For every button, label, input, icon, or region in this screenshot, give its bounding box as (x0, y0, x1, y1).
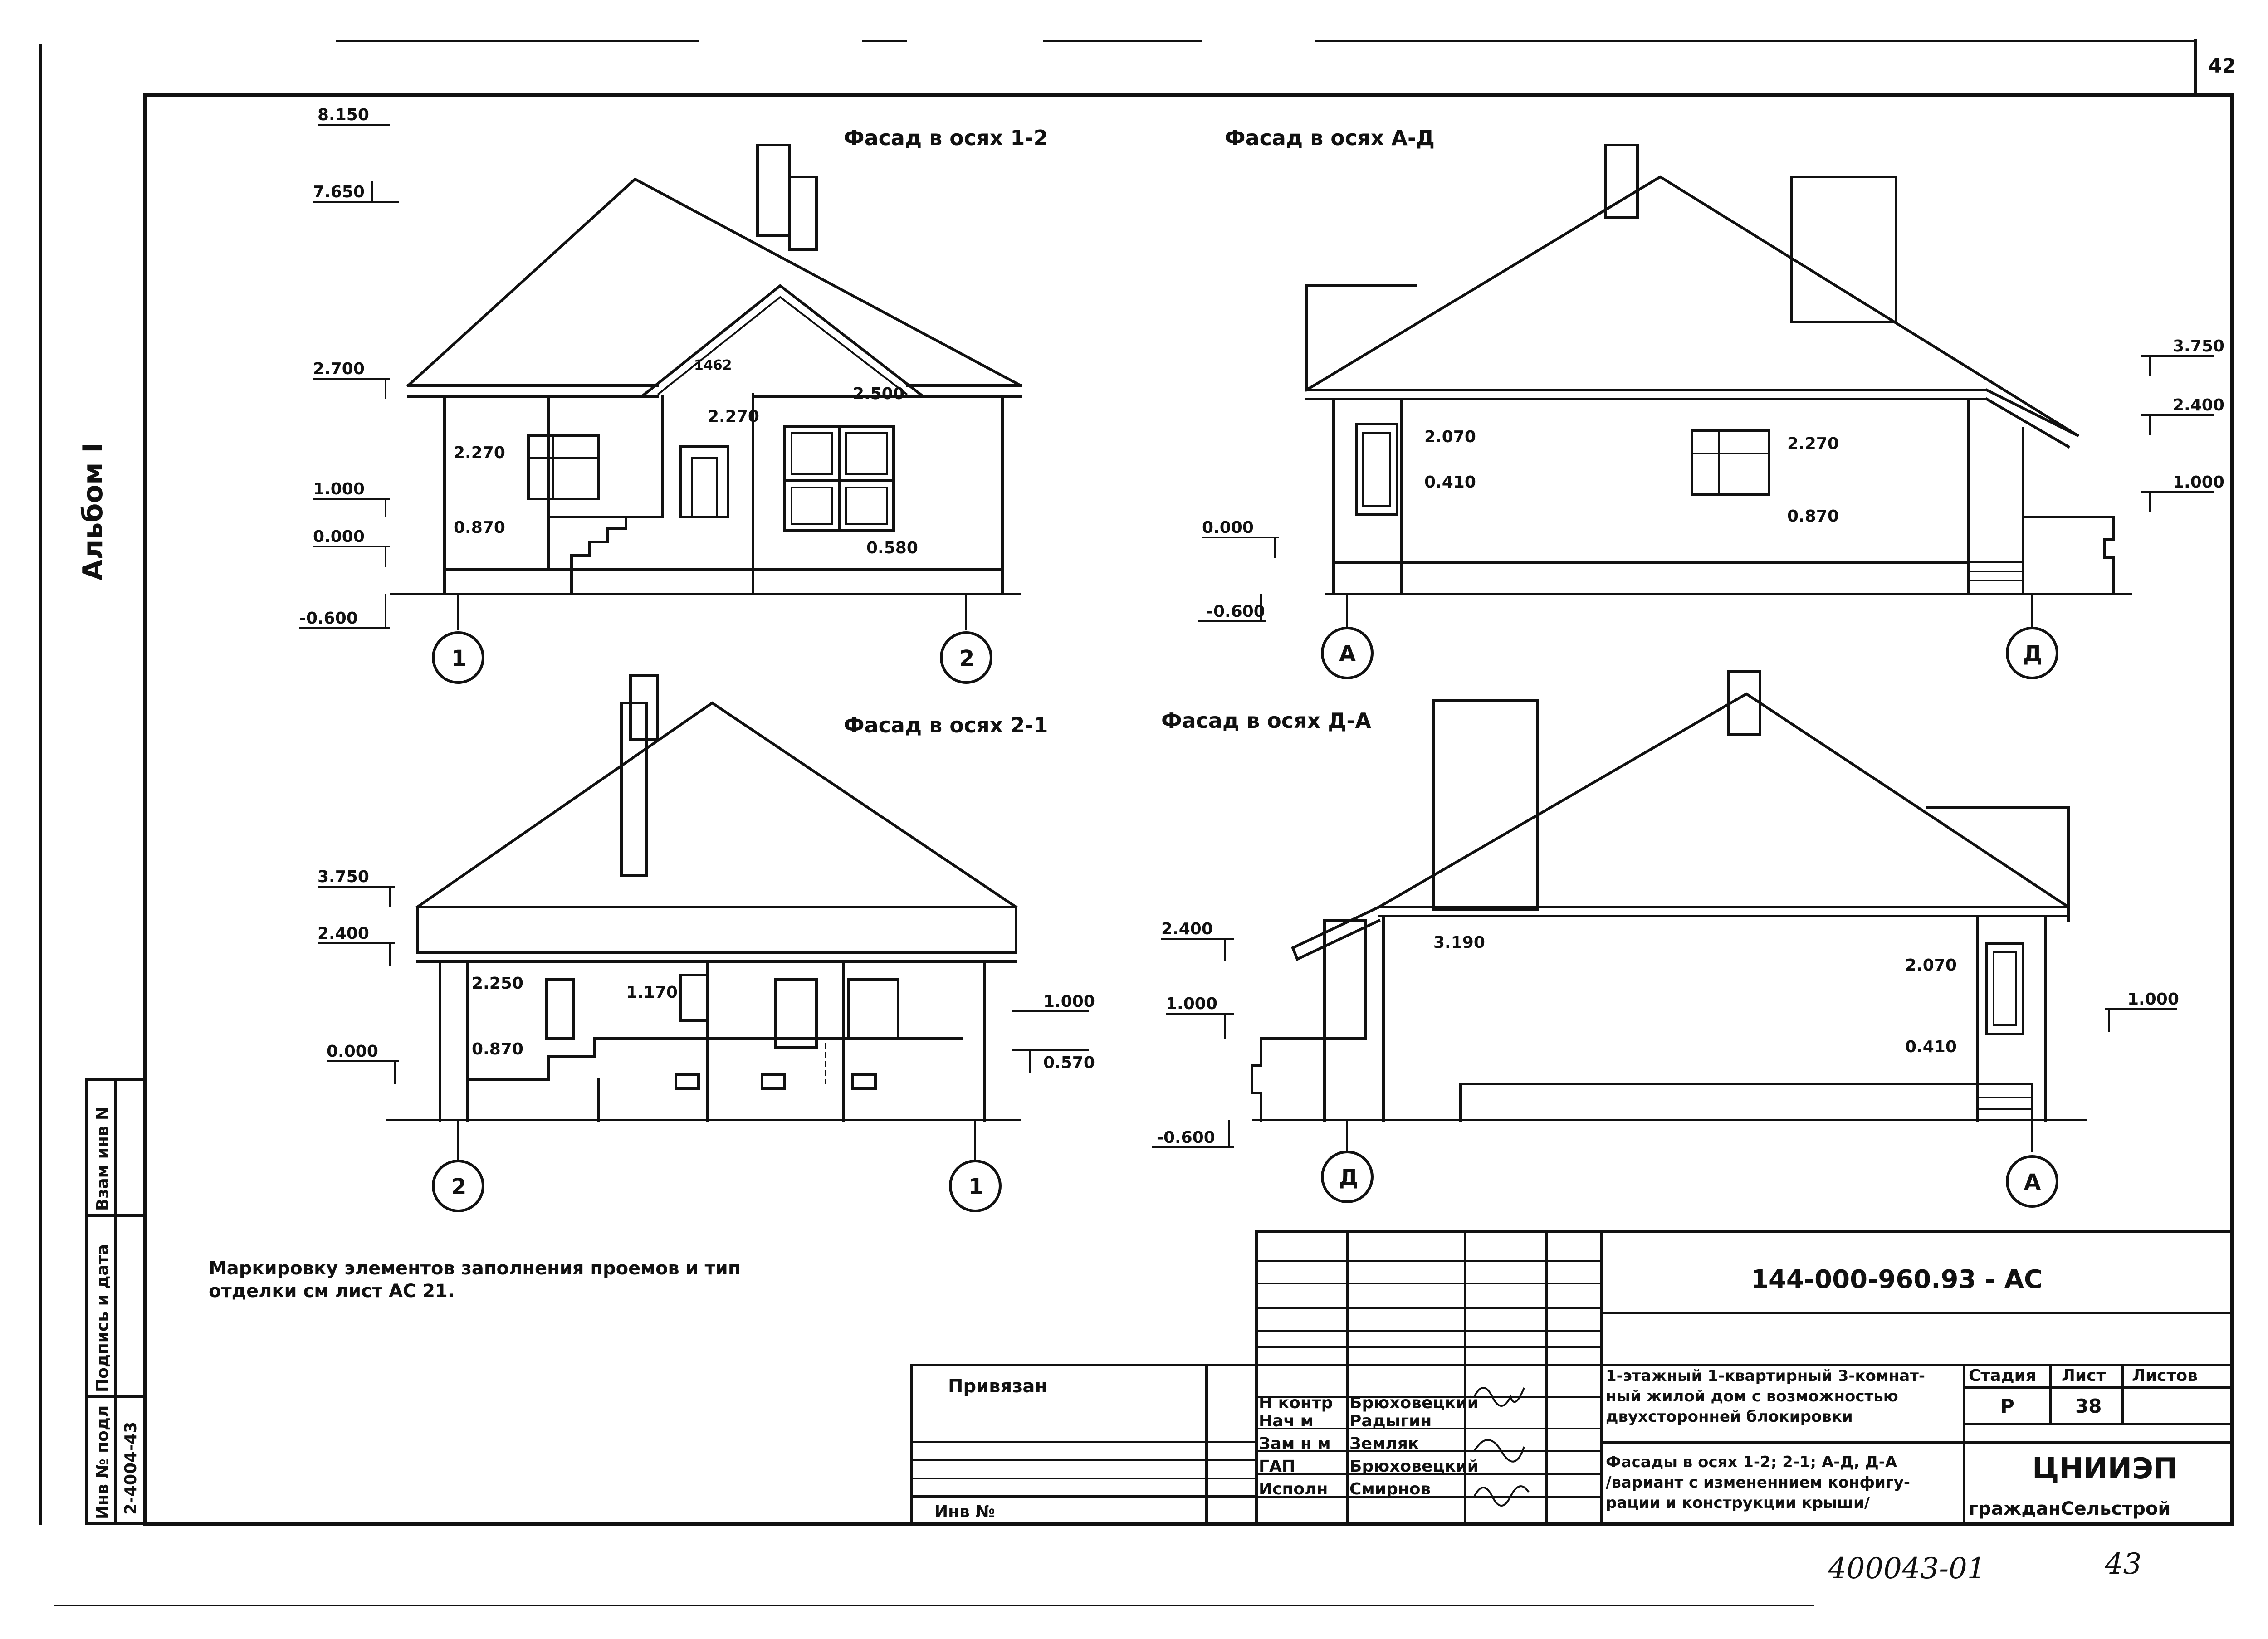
level-mark: 2.270 (454, 444, 505, 462)
stage-label: Стадия (1969, 1366, 2036, 1385)
stamp-value: 2-4004-43 (122, 1422, 140, 1515)
project-title: ный жилой дом с возможностью (1606, 1387, 1898, 1405)
note-text: Маркировку элементов заполнения проемов … (209, 1258, 740, 1279)
role-label: ГАП (1259, 1457, 1295, 1476)
sheet-title: /вариант с измененнием конфигу- (1606, 1473, 1910, 1492)
facade-a-d: Фасад в осях А-Д А Д (1198, 126, 2224, 679)
inv-label: Инв № (934, 1502, 995, 1521)
level-mark: 1.170 (626, 983, 678, 1002)
level-mark: -0.600 (1157, 1128, 1215, 1147)
privyazan-label: Привязан (948, 1376, 1047, 1397)
sheet-label: Лист (2062, 1366, 2106, 1385)
level-mark: 2.700 (313, 360, 365, 378)
project-title: 1-этажный 1-квартирный 3-комнат- (1606, 1367, 1925, 1385)
role-name: Брюховецкий (1349, 1394, 1479, 1412)
level-mark: 2.250 (472, 974, 523, 993)
note-text: отделки см лист АС 21. (209, 1281, 455, 1302)
level-mark: 0.410 (1424, 473, 1476, 492)
level-mark: -0.600 (299, 609, 358, 628)
role-label: Нач м (1259, 1412, 1314, 1430)
facade-title: Фасад в осях Д-А (1161, 708, 1371, 733)
level-mark: 3.750 (2173, 337, 2224, 356)
level-mark: 2.270 (1787, 434, 1839, 453)
stamp-label: Подпись и дата (93, 1244, 112, 1392)
level-mark: 0.000 (327, 1042, 378, 1061)
role-name: Смирнов (1349, 1480, 1431, 1498)
level-mark: 1.000 (313, 480, 365, 498)
title-block: 144-000-960.93 - АС Привязан Инв № Н кон… (910, 1230, 2233, 1525)
axis-marker: Д (2023, 641, 2043, 667)
svg-text:1462: 1462 (694, 357, 732, 373)
facade-2-1: Фасад в осях 2-1 2 1 3.750 2.400 (318, 674, 1095, 1212)
facade-d-a: Фасад в осях Д-А Д А 2.400 1.000 (1152, 670, 2179, 1208)
axis-marker: Д (1339, 1165, 1359, 1190)
org-subtitle: гражданСельстрой (1969, 1498, 2170, 1519)
level-mark: 2.400 (318, 924, 369, 943)
stamp-label: Инв № подл (93, 1405, 112, 1519)
axis-marker: 2 (959, 646, 974, 671)
level-mark: 1.000 (1166, 995, 1217, 1013)
level-mark: 2.070 (1905, 956, 1957, 975)
sheet-value: 38 (2075, 1395, 2102, 1417)
album-label: Альбом I (77, 443, 109, 580)
level-mark: 0.570 (1043, 1054, 1095, 1072)
doc-code: 144-000-960.93 - АС (1751, 1265, 2043, 1294)
handwritten-number: 400043-01 (1828, 1552, 1985, 1585)
level-mark: 0.410 (1905, 1038, 1957, 1056)
role-name: Земляк (1349, 1434, 1419, 1453)
level-mark: 2.070 (1424, 428, 1476, 446)
level-mark: 2.400 (1161, 920, 1213, 938)
level-mark: 1.000 (2127, 990, 2179, 1009)
facade-title: Фасад в осях А-Д (1225, 126, 1435, 150)
level-mark: 1.000 (2173, 473, 2224, 492)
axis-marker: 1 (451, 646, 466, 671)
level-mark: 0.870 (454, 518, 505, 537)
side-stamp: Инв № подл Подпись и дата Взам инв N 2-4… (85, 1078, 147, 1525)
level-mark: 3.750 (318, 868, 369, 886)
level-mark: 8.150 (318, 106, 369, 124)
project-title: двухсторонней блокировки (1606, 1408, 1853, 1426)
stage-value: Р (2000, 1395, 2014, 1417)
level-mark: 2.400 (2173, 396, 2224, 415)
level-mark: 0.000 (313, 527, 365, 546)
sheets-label: Листов (2132, 1366, 2198, 1385)
level-mark: 2.270 (708, 407, 759, 426)
level-mark: 1.000 (1043, 992, 1095, 1011)
role-label: Зам н м (1259, 1434, 1331, 1453)
level-mark: -0.600 (1207, 602, 1265, 621)
level-mark: 0.000 (1202, 518, 1254, 537)
role-name: Брюховецкий (1349, 1457, 1479, 1476)
facade-title: Фасад в осях 1-2 (844, 126, 1048, 150)
level-mark: 0.580 (866, 539, 918, 557)
stamp-label: Взам инв N (93, 1107, 112, 1211)
footer-page-number: 43 (2104, 1547, 2141, 1581)
sheet-title: Фасады в осях 1-2; 2-1; А-Д, Д-А (1606, 1453, 1897, 1471)
level-mark: 0.870 (472, 1040, 523, 1059)
role-label: Н контр (1259, 1394, 1333, 1412)
sheet-title: рации и конструкции крыши/ (1606, 1494, 1870, 1512)
level-mark: 3.190 (1433, 933, 1485, 952)
axis-marker: 2 (451, 1174, 466, 1200)
facade-title: Фасад в осях 2-1 (844, 713, 1048, 737)
level-mark: 2.500 (853, 385, 904, 403)
role-name: Радыгин (1349, 1412, 1432, 1430)
axis-marker: А (2024, 1170, 2041, 1195)
org-name: ЦНИИЭП (2032, 1452, 2178, 1486)
facade-1-2: Фасад в осях 1-2 (299, 106, 1048, 684)
role-label: Исполн (1259, 1480, 1328, 1498)
level-mark: 7.650 (313, 183, 365, 201)
axis-marker: 1 (968, 1174, 983, 1200)
level-mark: 0.870 (1787, 507, 1839, 526)
axis-marker: А (1339, 641, 1356, 667)
sheet-frame (39, 39, 2234, 1606)
page-number: 42 (2208, 54, 2236, 78)
